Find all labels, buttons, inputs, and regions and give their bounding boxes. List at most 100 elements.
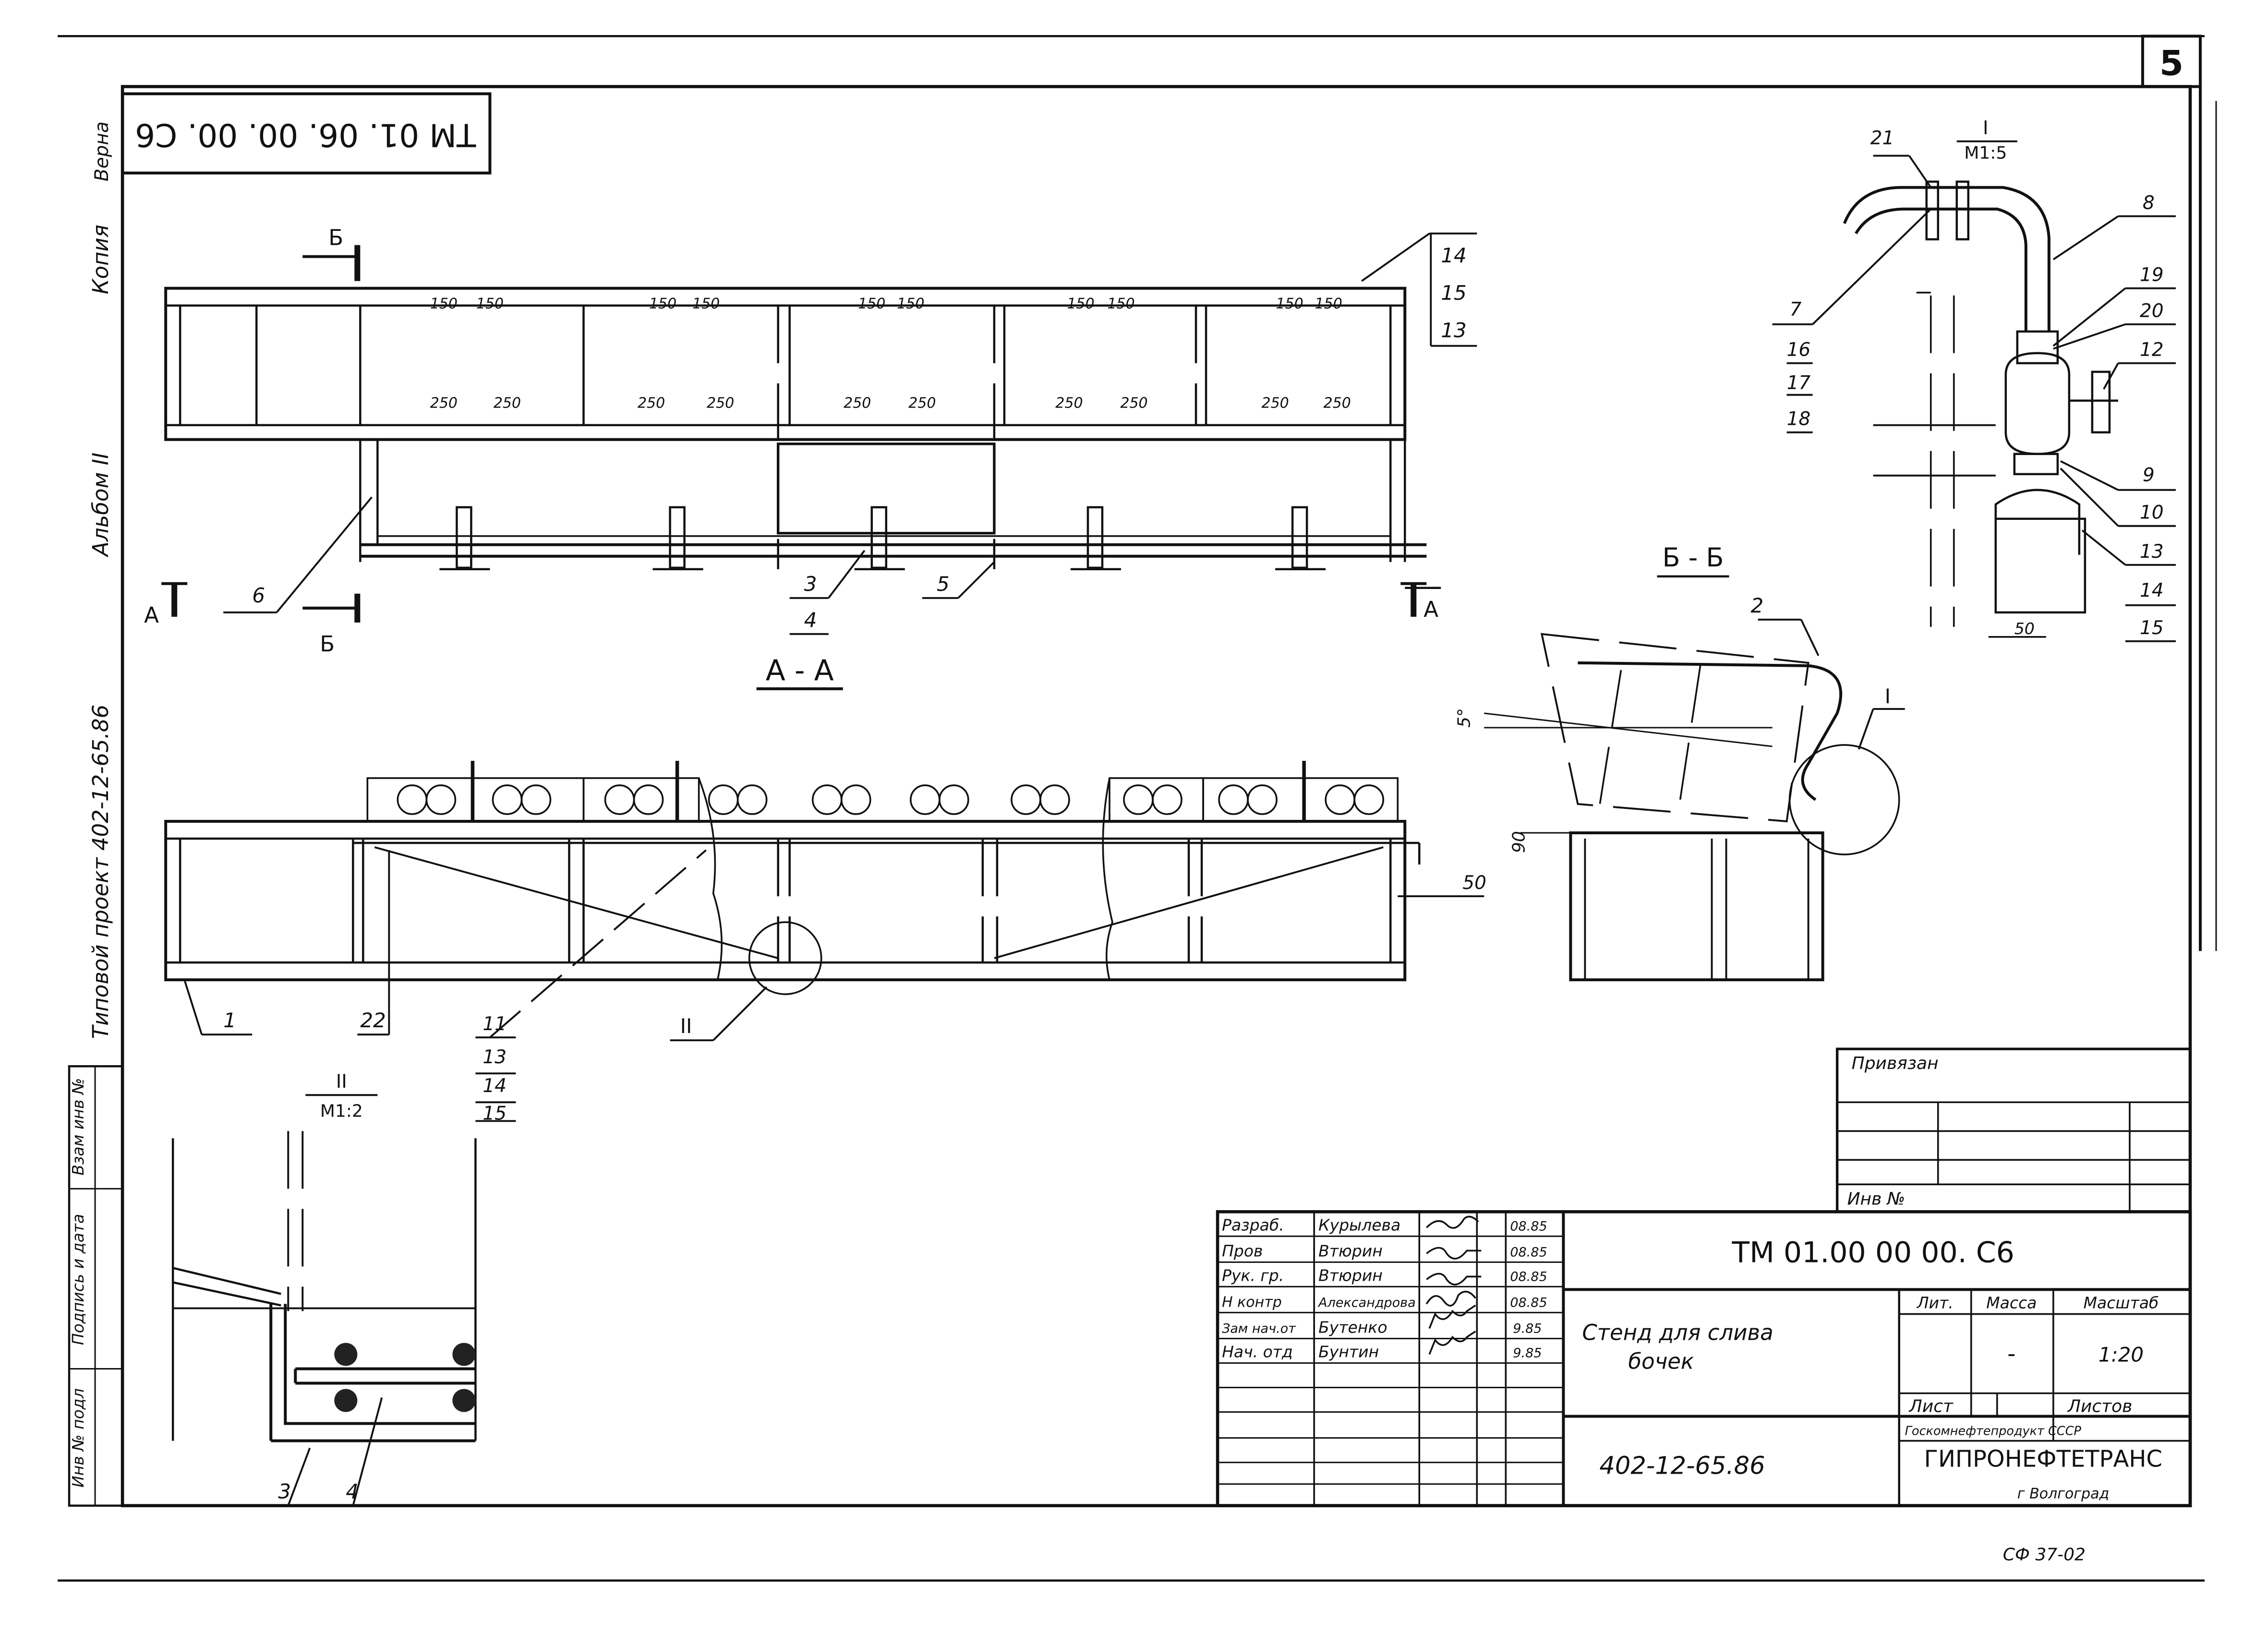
- detail-I-dim-50: 50: [2015, 619, 2035, 638]
- tb-org-line2: ГИПРОНЕФТЕТРАНС: [1924, 1446, 2162, 1473]
- tb-name-line2: бочек: [1628, 1348, 1694, 1374]
- tb-org-line1: Госкомнефтепродукт СССР: [1905, 1424, 2082, 1439]
- dim-150: 150: [897, 296, 924, 312]
- tb-sheets-label: Листов: [2067, 1397, 2132, 1417]
- sheet-frame: [58, 35, 2217, 1582]
- section-bb-view: [1484, 575, 1905, 982]
- detail-II-callout-4: 4: [346, 1480, 359, 1503]
- dim-250: 250: [844, 395, 871, 412]
- side-labels: Копия Верна Альбом II Типовой проект 402…: [88, 121, 113, 1039]
- tb-mass-label: Масса: [1986, 1293, 2037, 1312]
- dim-150: 150: [1067, 296, 1094, 312]
- privyazan-box: [1835, 1047, 2192, 1213]
- tb-date-0: 08.85: [1510, 1219, 1547, 1234]
- detail-I-callout-13: 13: [2140, 541, 2164, 563]
- plan-callout-6: 6: [252, 584, 265, 607]
- detail-I-callout-9: 9: [2143, 465, 2155, 486]
- dim-250: 250: [1261, 395, 1289, 412]
- tb-date-2: 08.85: [1510, 1269, 1547, 1284]
- detail-I-number: I: [1983, 117, 1989, 139]
- detail-I-callout-17: 17: [1787, 372, 1811, 394]
- detail-I: [1772, 140, 2176, 642]
- plan-callout-13: 13: [1441, 319, 1466, 342]
- tb-date-4: 9.85: [1513, 1321, 1542, 1336]
- elev-callout-50: 50: [1462, 872, 1486, 894]
- tb-city: г Волгоград: [2017, 1486, 2109, 1502]
- section-dim-90: 90: [1509, 831, 1529, 853]
- elev-callout-11: 11: [483, 1013, 507, 1035]
- dim-250: 250: [638, 395, 665, 412]
- tb-project-code: 402-12-65.86: [1599, 1452, 1765, 1480]
- left-strip: Взам инв № Подпись и дата Инв № подл: [68, 1065, 124, 1507]
- elev-callout-22: 22: [360, 1009, 386, 1032]
- mark-I: I: [1885, 685, 1891, 708]
- tb-sheet-label: Лист: [1908, 1397, 1954, 1417]
- detail-I-callout-15: 15: [2140, 617, 2164, 639]
- tb-date-5: 9.85: [1513, 1346, 1542, 1360]
- detail-II-scale: М1:2: [320, 1101, 363, 1121]
- tb-scale-value: 1:20: [2099, 1343, 2144, 1366]
- plan-callout-5: 5: [937, 572, 950, 596]
- dim-250: 250: [1055, 395, 1083, 412]
- section-bb-title: Б - Б: [1663, 542, 1724, 573]
- dim-250: 250: [1120, 395, 1147, 412]
- elev-callout-1: 1: [223, 1009, 236, 1032]
- detail-I-callout-10: 10: [2140, 502, 2164, 524]
- dim-250: 250: [707, 395, 734, 412]
- detail-I-callout-12: 12: [2140, 339, 2164, 361]
- side-label-typical-project: Типовой проект 402-12-65.86: [88, 705, 113, 1039]
- tb-designation: ТМ 01.00 00 00. С6: [1731, 1236, 2014, 1269]
- title-block: [1216, 1210, 2192, 1507]
- detail-I-callout-18: 18: [1787, 408, 1811, 430]
- tb-role-3: Н контр: [1222, 1294, 1282, 1310]
- tb-role-1: Пров: [1222, 1241, 1263, 1260]
- tb-role-0: Разраб.: [1222, 1215, 1284, 1234]
- plan-view-title: А - А: [766, 654, 834, 687]
- roller-wheels: [397, 784, 1385, 815]
- elevation-view: [164, 760, 1484, 1122]
- elev-callout-14: 14: [483, 1075, 507, 1097]
- dim-150: 150: [1315, 296, 1342, 312]
- tb-name-4: Бутенко: [1318, 1318, 1387, 1336]
- tb-name-line1: Стенд для слива: [1582, 1320, 1773, 1345]
- section-callout-2: 2: [1751, 594, 1764, 617]
- dim-150: 150: [1107, 296, 1134, 312]
- tb-role-4: Зам нач.от: [1222, 1321, 1296, 1336]
- side-label-album: Альбом II: [88, 453, 113, 558]
- dim-150: 150: [649, 296, 676, 312]
- sheet-number: 5: [2159, 43, 2184, 83]
- side-label-verified: Верна: [91, 121, 113, 181]
- inv-no-label: Инв №: [1847, 1189, 1906, 1209]
- plan-cut-a-left: А: [144, 602, 159, 628]
- tb-name-1: Втюрин: [1318, 1241, 1383, 1260]
- section-angle-5: 5°: [1454, 708, 1474, 728]
- privyazan-label: Привязан: [1852, 1054, 1939, 1073]
- detail-I-callout-20: 20: [2140, 300, 2164, 322]
- plan-view: [161, 232, 1477, 690]
- stamp-box: TM 01. 06. 00. 00. C6: [121, 92, 492, 175]
- detail-I-callout-16: 16: [1787, 339, 1811, 361]
- elev-callout-15: 15: [483, 1103, 507, 1124]
- tb-lit-label: Лит.: [1917, 1293, 1954, 1312]
- tb-date-1: 08.85: [1510, 1245, 1547, 1260]
- left-strip-sign-date: Подпись и дата: [69, 1214, 87, 1345]
- plan-cut-b-top: Б: [328, 225, 343, 250]
- tb-date-3: 08.85: [1510, 1295, 1547, 1310]
- dim-150: 150: [692, 296, 720, 312]
- detail-I-callout-8: 8: [2143, 192, 2155, 214]
- tb-scale-label: Масштаб: [2083, 1293, 2159, 1312]
- detail-I-callout-19: 19: [2140, 264, 2164, 286]
- elev-callout-13: 13: [483, 1046, 507, 1068]
- plan-cut-a-right: А: [1424, 597, 1438, 622]
- detail-I-scale: М1:5: [1964, 143, 2007, 163]
- plan-callout-14: 14: [1441, 244, 1466, 267]
- detail-I-callout-21: 21: [1870, 127, 1894, 149]
- plan-callout-15: 15: [1441, 281, 1466, 305]
- tb-name-2: Втюрин: [1318, 1266, 1383, 1285]
- detail-II: [171, 1094, 477, 1507]
- side-label-copy: Копия: [88, 225, 113, 294]
- tb-name-0: Курылева: [1318, 1215, 1400, 1234]
- dim-150: 150: [476, 296, 504, 312]
- tb-role-5: Нач. отд: [1222, 1342, 1293, 1361]
